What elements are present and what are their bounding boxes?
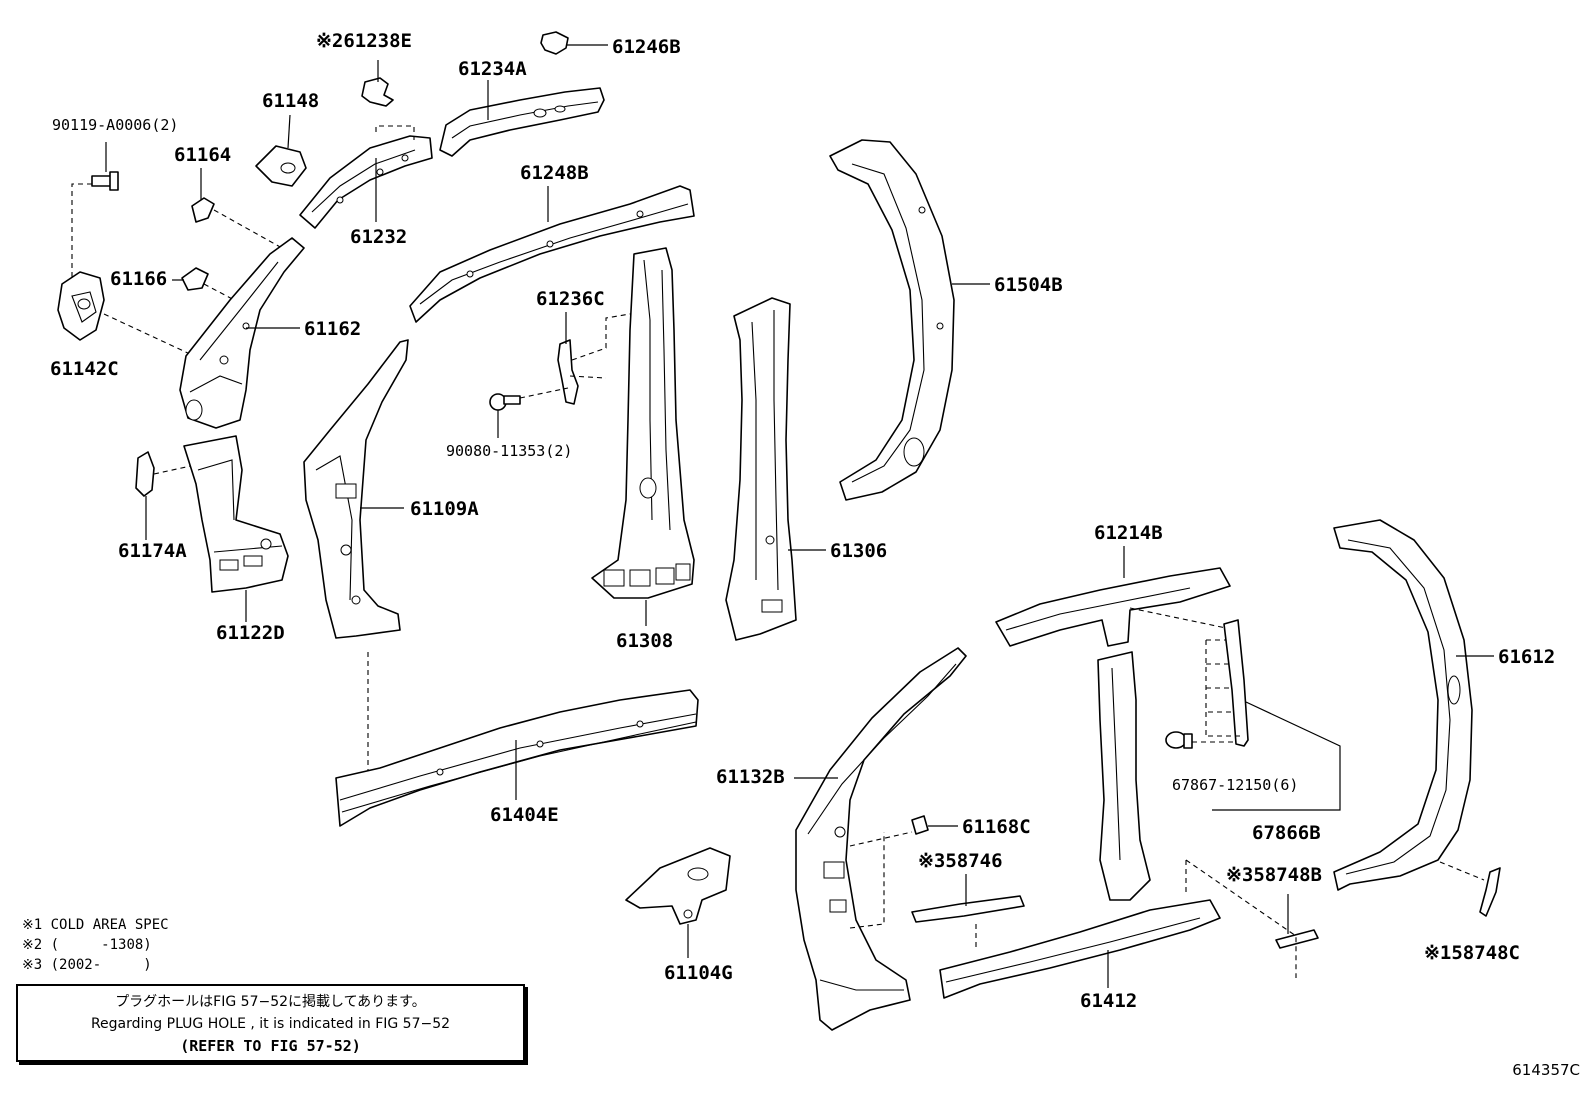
label-58748B: ※358748B <box>1226 864 1322 886</box>
label-67867-12150: 67867-12150(6) <box>1172 776 1299 794</box>
label-58746: ※358746 <box>918 850 1003 872</box>
label-67866B: 67866B <box>1252 822 1321 844</box>
part-61412 <box>939 860 1221 999</box>
label-61504B: 61504B <box>994 274 1063 296</box>
part-67866B <box>1205 619 1341 811</box>
label-61174A: 61174A <box>118 540 187 562</box>
part-61109A <box>303 339 409 790</box>
label-61412: 61412 <box>1080 990 1138 1012</box>
part-61166 <box>172 267 239 303</box>
label-61234A: 61234A <box>458 58 527 80</box>
part-58748C <box>1479 867 1501 917</box>
part-61174A <box>135 451 219 540</box>
label-90080-11353: 90080-11353(2) <box>446 442 573 460</box>
part-61306 <box>725 297 826 641</box>
label-61612: 61612 <box>1498 646 1556 668</box>
part-58748B <box>1185 859 1319 978</box>
label-61168C: 61168C <box>962 816 1031 838</box>
part-61142C <box>57 271 191 355</box>
part-61132B <box>794 647 967 1031</box>
label-61162: 61162 <box>304 318 362 340</box>
part-61404E <box>335 689 699 827</box>
label-61148: 61148 <box>262 90 320 112</box>
part-61236C <box>557 311 643 405</box>
label-61164: 61164 <box>174 144 232 166</box>
label-61122D: 61122D <box>216 622 285 644</box>
part-61504B <box>829 139 990 501</box>
part-61162 <box>179 237 305 429</box>
notice-japanese: プラグホールはFIG 57−52に掲載してあります。 <box>115 994 426 1010</box>
part-61168C <box>911 815 958 835</box>
part-61238E <box>361 60 394 107</box>
note-3: ※3 (2002- ) <box>22 957 152 973</box>
label-61142C: 61142C <box>50 358 119 380</box>
part-61104G <box>625 847 731 958</box>
label-61236C: 61236C <box>536 288 605 310</box>
part-61122D <box>183 435 289 622</box>
label-90119-A0006: 90119-A0006(2) <box>52 116 179 134</box>
label-61109A: 61109A <box>410 498 479 520</box>
note-1: ※1 COLD AREA SPEC <box>22 917 169 933</box>
part-67867-12150 <box>1165 731 1236 749</box>
label-61246B: 61246B <box>612 36 681 58</box>
part-90119-A0006 <box>71 142 119 280</box>
part-61214B <box>995 546 1231 647</box>
label-61308: 61308 <box>616 630 674 652</box>
label-61214B: 61214B <box>1094 522 1163 544</box>
figure-number: 614357C <box>1512 1061 1580 1079</box>
label-61404E: 61404E <box>490 804 559 826</box>
part-61612 <box>1333 519 1494 891</box>
label-58748C: ※158748C <box>1424 942 1520 964</box>
part-side-pillar <box>1097 651 1151 901</box>
plug-hole-notice: プラグホールはFIG 57−52に掲載してあります。 Regarding PLU… <box>16 984 525 1062</box>
part-61164 <box>191 168 283 249</box>
part-61308 <box>591 247 695 626</box>
part-61232 <box>299 125 433 229</box>
note-2: ※2 ( -1308) <box>22 937 152 953</box>
part-61234A <box>439 80 605 157</box>
part-58746 <box>911 874 1025 950</box>
label-61166: 61166 <box>110 268 168 290</box>
part-61148 <box>255 114 307 187</box>
spec-notes: ※1 COLD AREA SPEC ※2 ( -1308) ※3 (2002- … <box>22 915 169 975</box>
part-61246B <box>540 31 608 55</box>
label-61104G: 61104G <box>664 962 733 984</box>
part-90080-11353 <box>489 387 569 438</box>
notice-english: Regarding PLUG HOLE , it is indicated in… <box>90 1016 451 1032</box>
label-61132B: 61132B <box>716 766 785 788</box>
part-61248B <box>409 185 695 323</box>
notice-reference: (REFER TO FIG 57-52) <box>180 1037 361 1055</box>
label-61306: 61306 <box>830 540 888 562</box>
label-61238E: ※261238E <box>316 30 412 52</box>
label-61248B: 61248B <box>520 162 589 184</box>
label-61232: 61232 <box>350 226 408 248</box>
